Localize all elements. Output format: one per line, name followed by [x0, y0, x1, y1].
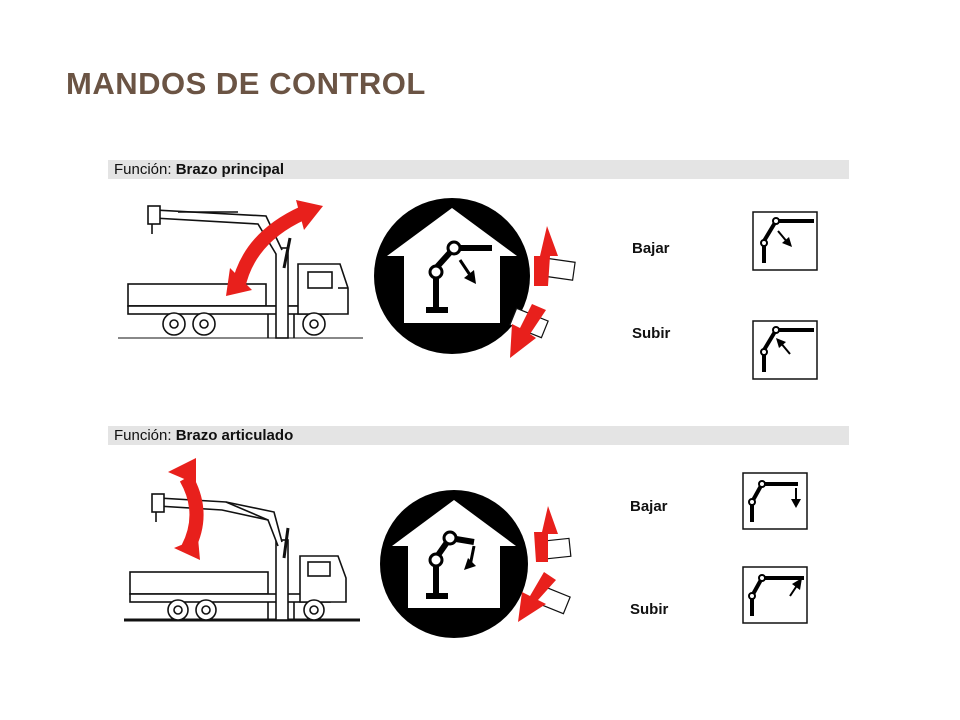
action-label-lower: Bajar [632, 240, 670, 257]
function-name: Brazo principal [175, 161, 285, 178]
function-header-main-boom: Función: Brazo principal [108, 160, 849, 179]
house-lever-icon [378, 490, 588, 640]
function-name: Brazo articulado [175, 427, 294, 444]
crane-truck-icon [118, 198, 368, 348]
control-symbol-icon [752, 211, 818, 271]
red-curved-arrow-icon [168, 458, 204, 560]
control-symbol-icon [742, 472, 808, 530]
function-prefix: Función: [114, 427, 176, 444]
action-label-lower: Bajar [630, 498, 668, 515]
house-lever-icon [372, 198, 582, 358]
function-header-articulated-boom: Función: Brazo articulado [108, 426, 849, 445]
action-label-raise: Subir [630, 601, 669, 618]
red-curved-arrow-icon [226, 200, 323, 296]
control-symbol-icon [742, 566, 808, 624]
function-prefix: Función: [114, 161, 176, 178]
page-title: MANDOS DE CONTROL [66, 66, 426, 101]
crane-truck-icon [118, 458, 368, 628]
control-symbol-icon [752, 320, 818, 380]
action-label-raise: Subir [632, 325, 671, 342]
